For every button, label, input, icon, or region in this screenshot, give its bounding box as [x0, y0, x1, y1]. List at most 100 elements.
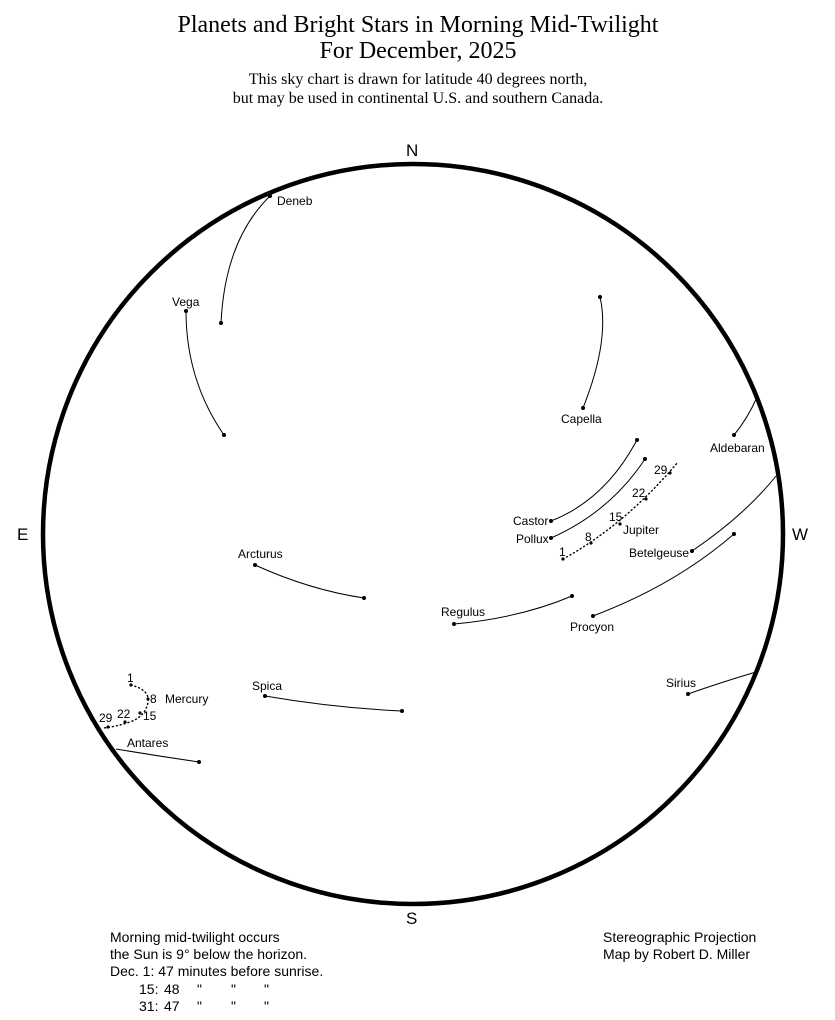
star-dot-capella-end [581, 406, 585, 410]
mercury-date-29: 29 [99, 711, 113, 725]
twilight-info-line2: the Sun is 9° below the horizon. [110, 946, 307, 962]
star-betelgeuse: Betelgeuse [629, 475, 777, 560]
planet-label-mercury: Mercury [165, 692, 208, 706]
mercury-date-15: 15 [143, 709, 157, 723]
star-track-vega [185, 310, 225, 436]
star-label-castor: Castor [513, 514, 548, 528]
star-track-regulus [453, 595, 573, 625]
planet-track-jupiter [562, 461, 679, 560]
projection-note: Stereographic Projection [603, 929, 756, 945]
jupiter-date-8: 8 [585, 530, 592, 544]
star-track-sirius [687, 671, 757, 695]
star-castor: Castor [513, 438, 639, 528]
direction-south: S [406, 909, 417, 928]
star-track-deneb [220, 195, 271, 324]
chart-title: Planets and Bright Stars in Morning Mid-… [178, 12, 659, 38]
star-dot-sirius [686, 692, 690, 696]
chart-subtitle: For December, 2025 [320, 38, 517, 64]
star-track-pollux [550, 458, 646, 539]
star-regulus: Regulus [441, 594, 574, 626]
star-sirius: Sirius [666, 671, 757, 696]
twilight-row1-ditto2: " [231, 981, 236, 997]
star-track-castor [550, 439, 638, 522]
latitude-note-line2: but may be used in continental U.S. and … [233, 90, 604, 107]
star-label-pollux: Pollux [516, 532, 549, 546]
twilight-row2-ditto3: " [264, 998, 269, 1014]
jupiter-dot-day-15 [618, 522, 622, 526]
star-dot-castor-end [635, 438, 639, 442]
jupiter-date-22: 22 [632, 486, 646, 500]
star-label-regulus: Regulus [441, 605, 485, 619]
star-label-vega: Vega [172, 295, 200, 309]
twilight-row1-ditto1: " [197, 981, 202, 997]
mercury-dot-day-22 [123, 720, 127, 724]
star-label-procyon: Procyon [570, 620, 614, 634]
star-track-procyon [592, 533, 735, 617]
twilight-info: Morning mid-twilight occurs the Sun is 9… [110, 929, 323, 1014]
star-dot-procyon-start [591, 614, 595, 618]
star-label-aldebaran: Aldebaran [710, 441, 765, 455]
twilight-row1-value: 48 [164, 981, 180, 997]
author-credit: Map by Robert D. Miller [603, 946, 750, 962]
twilight-row2-value: 47 [164, 998, 180, 1014]
star-track-antares [115, 748, 200, 763]
twilight-info-line3: Dec. 1: 47 minutes before sunrise. [110, 963, 323, 979]
mercury-dot-day-15 [138, 711, 142, 715]
star-label-spica: Spica [252, 679, 282, 693]
mercury-date-1: 1 [127, 671, 134, 685]
star-dot-procyon-end [732, 532, 736, 536]
jupiter-date-15: 15 [609, 510, 623, 524]
star-label-arcturus: Arcturus [238, 547, 283, 561]
star-track-aldebaran [733, 396, 758, 436]
star-dot-deneb-end [219, 321, 223, 325]
star-dot-castor-start [549, 519, 553, 523]
direction-east: E [17, 525, 28, 544]
planet-label-jupiter: Jupiter [623, 523, 659, 537]
jupiter-date-1: 1 [559, 545, 566, 559]
credits: Stereographic Projection Map by Robert D… [603, 929, 756, 962]
star-dot-arcturus-end [362, 596, 366, 600]
jupiter-dot-day-29 [668, 471, 672, 475]
star-dot-vega-start [184, 309, 188, 313]
mercury-date-22: 22 [117, 707, 131, 721]
star-procyon: Procyon [570, 532, 736, 634]
jupiter-dot-day-1 [561, 557, 565, 561]
twilight-row1-day: 15: [139, 981, 158, 997]
star-deneb: Deneb [219, 194, 313, 325]
star-vega: Vega [172, 295, 226, 437]
twilight-info-line1: Morning mid-twilight occurs [110, 929, 280, 945]
star-dot-capella-start [598, 295, 602, 299]
star-spica: Spica [252, 679, 404, 713]
jupiter-dot-day-22 [644, 497, 648, 501]
star-track-arcturus [254, 564, 365, 599]
direction-north: N [406, 141, 418, 160]
star-dot-vega-end [222, 433, 226, 437]
star-label-antares: Antares [127, 736, 168, 750]
star-aldebaran: Aldebaran [710, 396, 765, 455]
star-label-capella: Capella [561, 412, 602, 426]
planet-track-mercury [102, 684, 149, 729]
star-dot-pollux-end [643, 457, 647, 461]
star-pollux: Pollux [516, 457, 647, 546]
mercury-date-8: 8 [150, 692, 157, 706]
star-label-sirius: Sirius [666, 676, 696, 690]
star-arcturus: Arcturus [238, 547, 366, 600]
star-dot-aldebaran [732, 433, 736, 437]
star-dot-spica-end [400, 709, 404, 713]
star-antares: Antares [115, 736, 201, 764]
star-label-betelgeuse: Betelgeuse [629, 546, 689, 560]
planet-mercury: 1 8 15 22 29 Mercury [99, 671, 208, 729]
mercury-dot-day-8 [146, 697, 150, 701]
star-dot-spica-start [263, 694, 267, 698]
star-label-deneb: Deneb [277, 194, 313, 208]
mercury-dot-day-29 [106, 725, 110, 729]
planet-jupiter: 1 8 15 22 29 Jupiter [559, 461, 679, 561]
star-dot-pollux-start [549, 536, 553, 540]
twilight-row2-ditto1: " [197, 998, 202, 1014]
twilight-row2-day: 31: [139, 998, 158, 1014]
jupiter-dot-day-8 [589, 541, 593, 545]
star-dot-betelgeuse [690, 549, 694, 553]
twilight-row1-ditto3: " [264, 981, 269, 997]
direction-west: W [792, 525, 808, 544]
